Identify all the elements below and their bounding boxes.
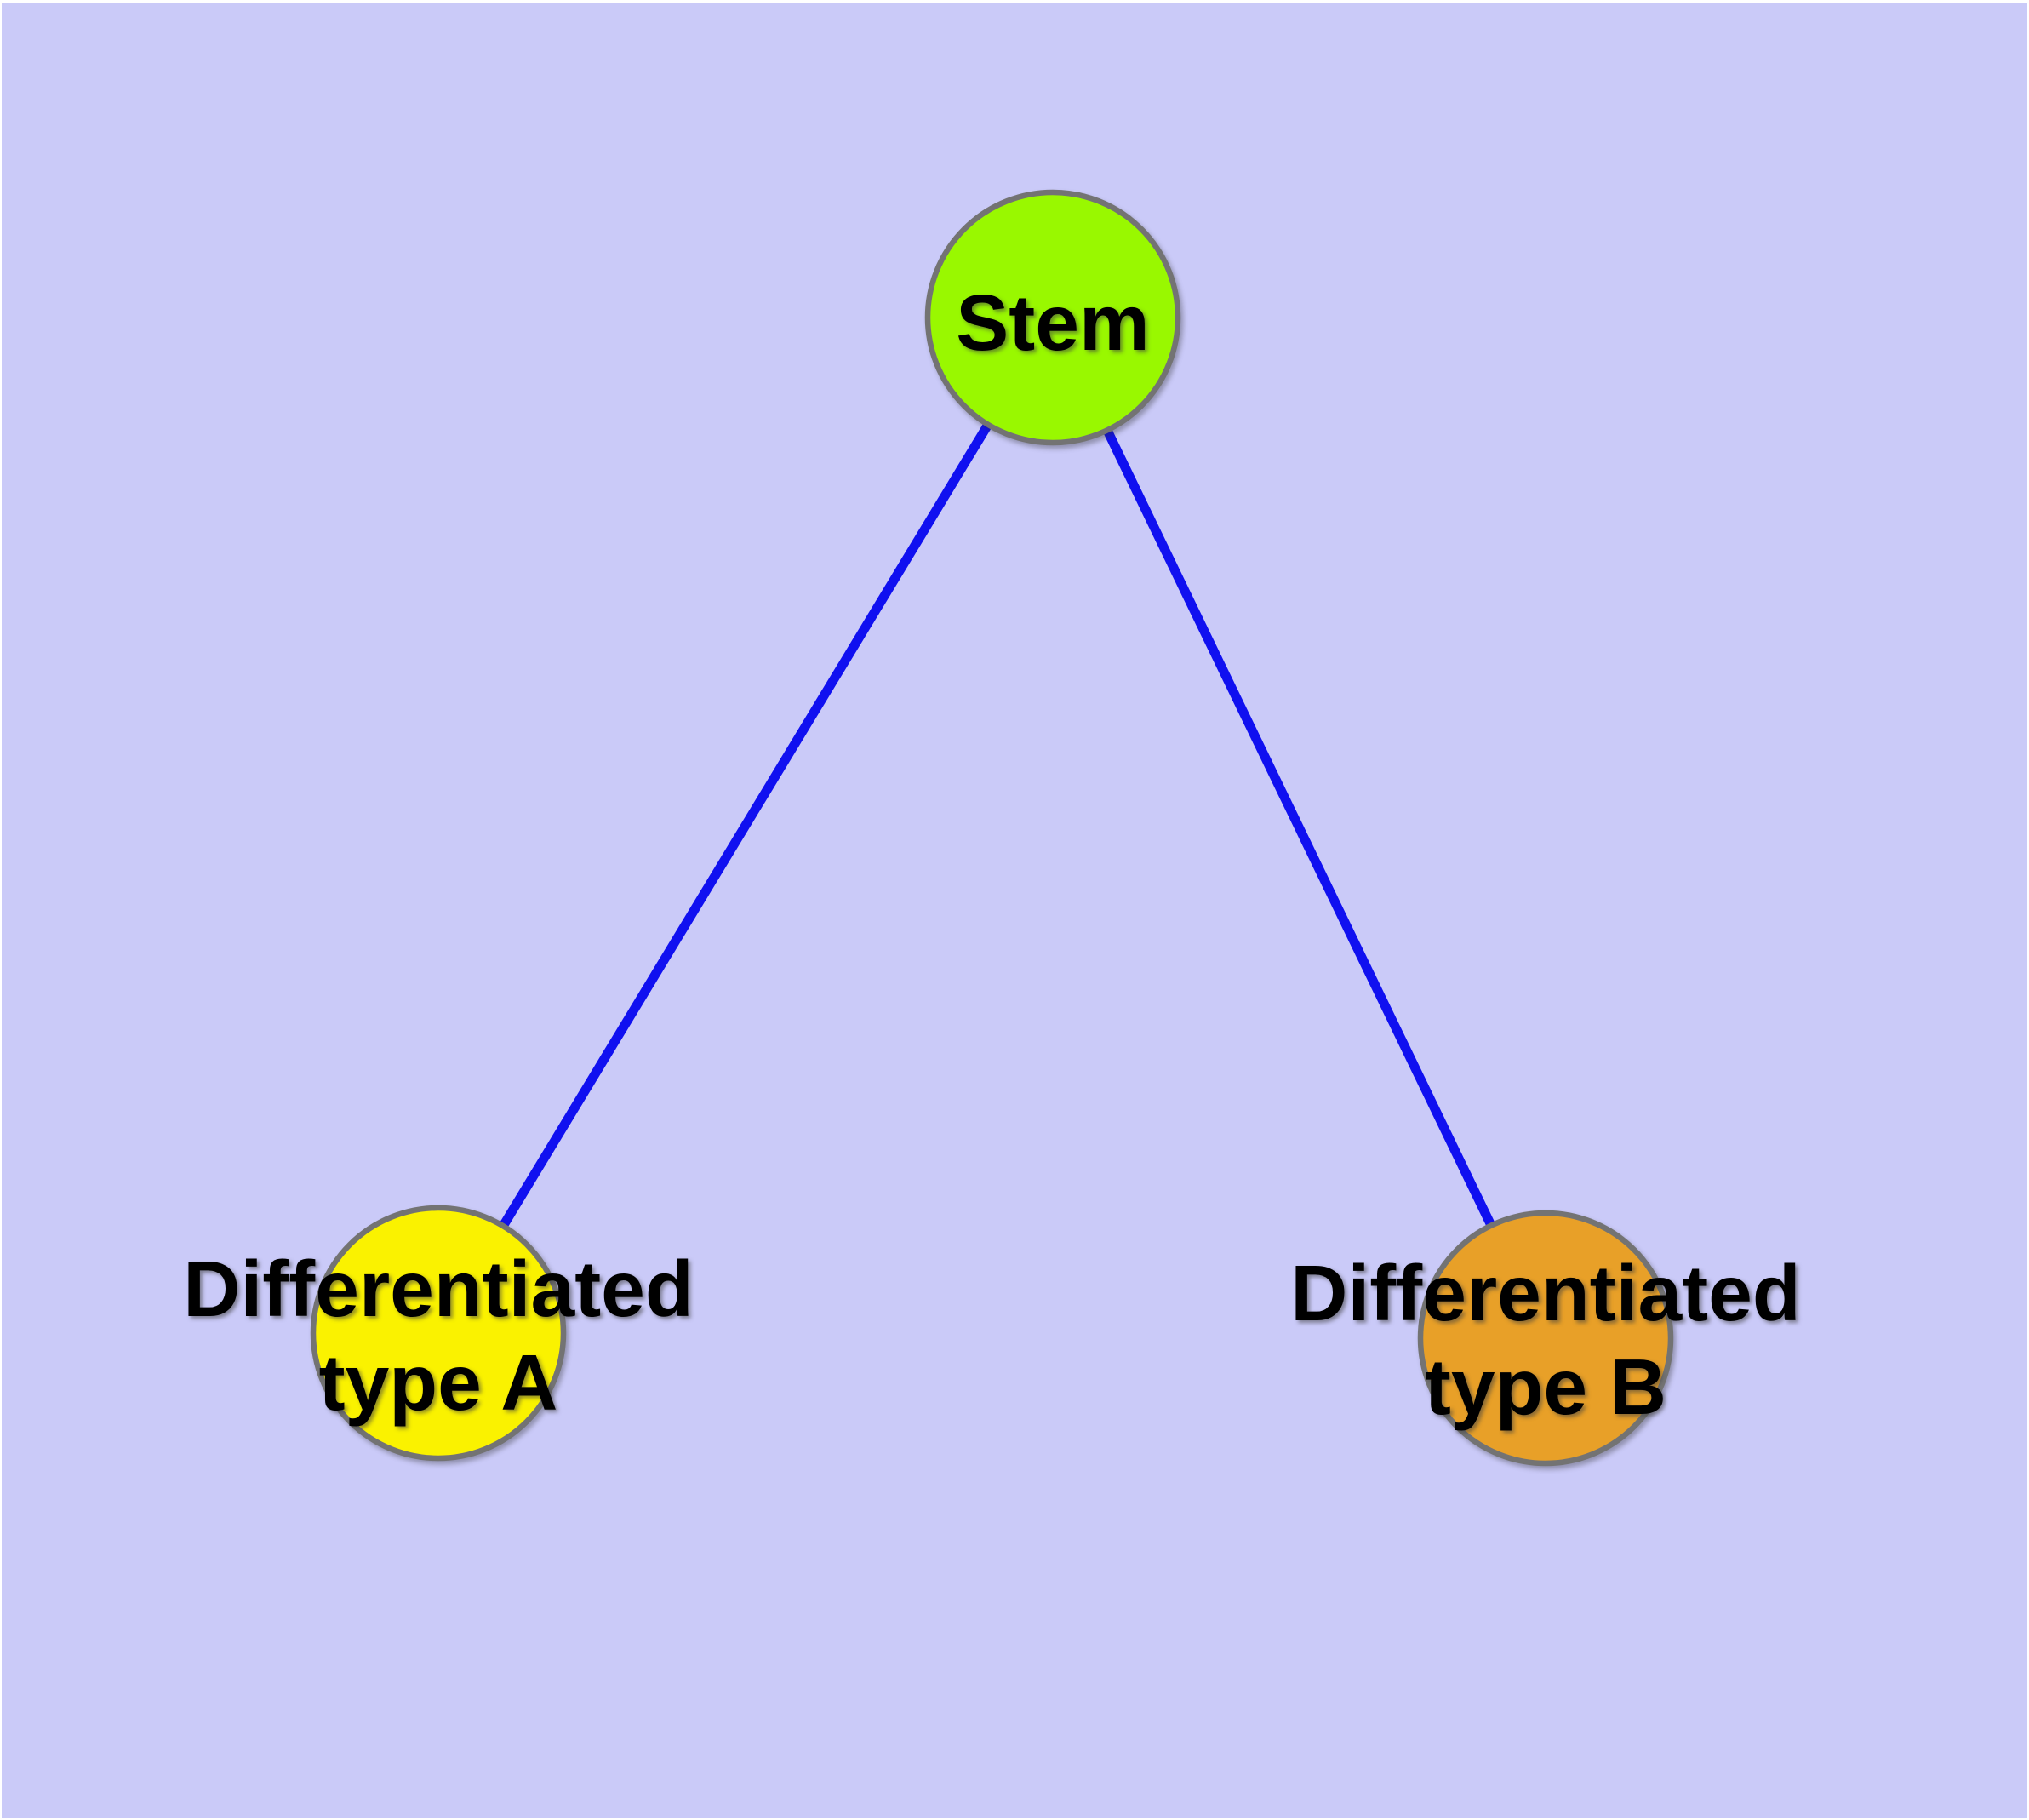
node-label-type-b-line2: type B [1424,1342,1667,1431]
node-label-type-a-line1: Differentiated [183,1245,694,1333]
edge-stem-to-type-b [1049,315,1550,1341]
node-type-a [310,1205,567,1462]
node-label-stem: Stem [712,276,1393,369]
node-label-type-b-line1: Differentiated [1290,1249,1801,1337]
node-stem [924,189,1181,446]
node-label-stem-line1: Stem [956,278,1150,367]
node-type-b [1417,1210,1674,1467]
node-label-type-a-line2: type A [318,1338,558,1427]
edge-stem-to-type-a [434,315,1057,1336]
node-label-type-a: Differentiated type A [98,1242,779,1429]
node-label-type-b: Differentiated type B [1205,1246,1886,1434]
